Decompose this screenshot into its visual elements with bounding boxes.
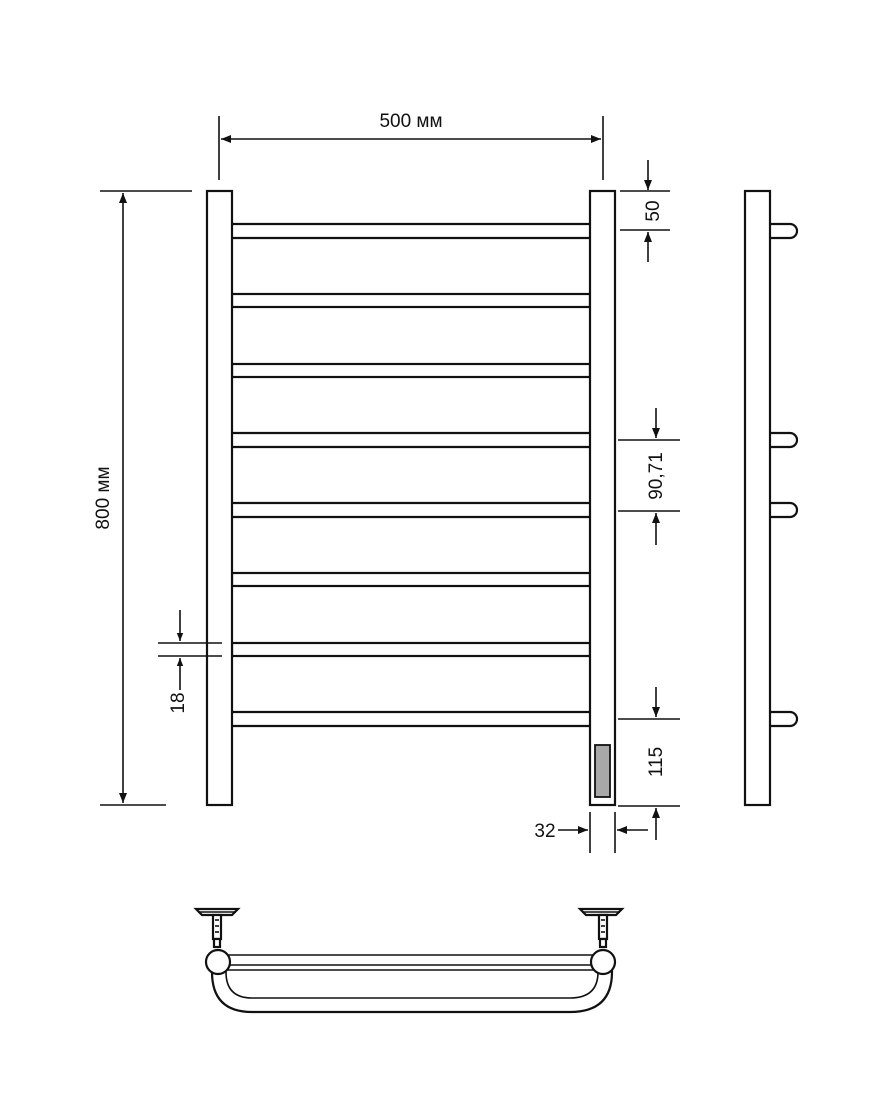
rung-3: [230, 362, 592, 379]
top-offset-dimension: 50: [620, 160, 670, 262]
side-upright: [743, 189, 772, 807]
rung-6: [230, 571, 592, 588]
pipe-width-label: 32: [534, 821, 555, 842]
rungs: [212, 222, 606, 728]
side-view: [743, 189, 799, 807]
width-dimension: 500 мм: [218, 111, 604, 180]
left-upright: [205, 189, 234, 807]
rung-8: [212, 710, 606, 728]
heater-plug: [594, 744, 611, 798]
bar-thickness-label: 18: [168, 692, 189, 713]
pipe-width-dimension: 32: [534, 812, 648, 853]
bar-thickness-dimension: 18: [158, 610, 222, 714]
front-view: [205, 189, 617, 807]
rung-4: [212, 431, 606, 449]
rung-7: [230, 641, 592, 658]
top-offset-label: 50: [643, 200, 664, 221]
rung-5: [212, 501, 606, 519]
bottom-offset-dimension: 115: [618, 687, 680, 840]
bar-spacing-label: 90,71: [646, 452, 667, 500]
bar-spacing-dimension: 90,71: [618, 408, 680, 545]
right-upright: [588, 189, 617, 807]
rung-1: [212, 222, 606, 240]
right-wall-mount: [577, 907, 625, 976]
width-label: 500 мм: [379, 111, 442, 132]
height-dimension: 800 мм: [93, 190, 192, 806]
left-wall-mount: [193, 907, 241, 976]
rung-2: [230, 292, 592, 309]
bottom-offset-label: 115: [646, 747, 667, 777]
top-view: [193, 907, 625, 1014]
height-label: 800 мм: [93, 466, 114, 529]
